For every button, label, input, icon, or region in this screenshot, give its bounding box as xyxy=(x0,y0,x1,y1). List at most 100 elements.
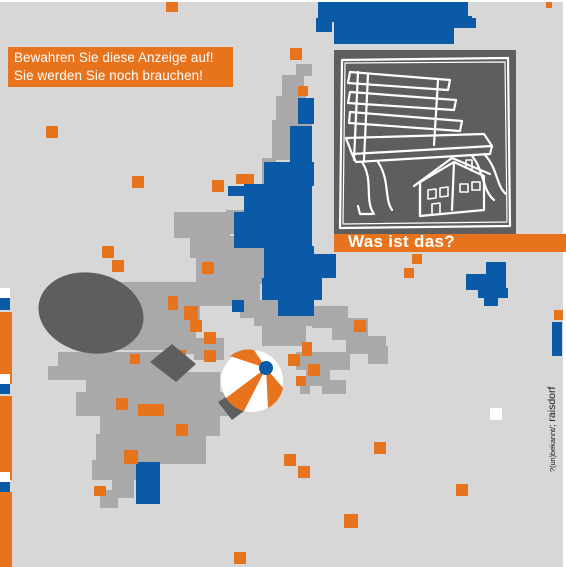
orange-pixel xyxy=(298,466,310,478)
blue-pixel xyxy=(0,480,10,492)
blue-pixel xyxy=(290,126,312,166)
orange-pixel xyxy=(284,454,296,466)
orange-pixel xyxy=(288,354,300,366)
orange-pixel xyxy=(354,320,366,332)
blue-pixel xyxy=(0,298,10,310)
question-bar xyxy=(334,234,566,252)
blue-pixel xyxy=(264,162,314,186)
gray-pixel xyxy=(48,366,88,380)
gray-pixel xyxy=(240,290,260,318)
orange-pixel xyxy=(94,486,106,496)
blue-pixel xyxy=(136,462,160,504)
blue-pixel xyxy=(478,288,508,298)
orange-pixel xyxy=(404,268,414,278)
white-pixel xyxy=(0,472,10,482)
orange-pixel xyxy=(176,424,188,436)
notice-line-1: Bewahren Sie diese Anzeige auf! xyxy=(14,50,214,65)
orange-pixel xyxy=(412,254,422,264)
right-border xyxy=(563,0,566,567)
gray-pixel xyxy=(368,346,388,364)
orange-pixel xyxy=(298,86,308,96)
blue-pixel xyxy=(228,186,244,196)
white-pixel xyxy=(0,288,10,298)
orange-pixel xyxy=(166,0,178,12)
orange-pixel xyxy=(302,342,312,356)
orange-pixel xyxy=(554,310,564,320)
orange-pixel xyxy=(234,552,246,564)
blue-pixel xyxy=(454,18,476,28)
orange-pixel xyxy=(344,514,358,528)
notice-banner: Bewahren Sie diese Anzeige auf! Sie werd… xyxy=(8,47,233,87)
mystery-picture xyxy=(334,50,516,234)
gray-pixel xyxy=(300,384,310,394)
ball-stripe xyxy=(230,349,266,368)
artist-signature: ?(un)bekannt/; raisdorf xyxy=(546,387,558,472)
orange-pixel xyxy=(204,350,216,362)
orange-pixel xyxy=(130,354,140,364)
white-pixel xyxy=(490,408,502,420)
white-pixel xyxy=(0,374,10,384)
orange-pixel xyxy=(546,0,552,8)
orange-pixel xyxy=(374,442,386,454)
orange-pixel xyxy=(102,246,114,258)
gray-pixel xyxy=(296,64,312,76)
signature-prefix: ?(un)bekannt/ xyxy=(548,427,557,472)
blue-pixel xyxy=(262,278,322,300)
orange-pixel xyxy=(0,312,12,384)
signature-separator: ; xyxy=(547,424,557,428)
orange-pixel xyxy=(290,48,302,60)
orange-pixel xyxy=(202,262,214,274)
blue-pixel xyxy=(412,16,472,26)
bench-with-house-sketch-icon xyxy=(338,56,512,230)
orange-pixel xyxy=(116,398,128,410)
gray-pixel xyxy=(96,434,206,464)
orange-pixel xyxy=(138,404,164,416)
top-border xyxy=(0,0,566,2)
blue-pixel xyxy=(486,262,506,276)
blue-pixel xyxy=(234,212,312,248)
blue-pixel xyxy=(316,18,332,32)
notice-line-2: Sie werden Sie noch brauchen! xyxy=(14,68,204,83)
ball-stripe xyxy=(226,368,266,411)
gray-pixel xyxy=(194,338,224,360)
orange-pixel xyxy=(132,176,144,188)
orange-pixel xyxy=(0,492,12,567)
orange-pixel xyxy=(308,364,320,376)
orange-pixel xyxy=(296,376,306,386)
signature-name: raisdorf xyxy=(546,386,558,422)
blue-pixel xyxy=(466,274,506,290)
question-heading: Was ist das? xyxy=(348,232,455,251)
blue-pixel xyxy=(244,184,312,214)
orange-pixel xyxy=(212,180,224,192)
satellite-dish-icon xyxy=(38,272,144,354)
orange-pixel xyxy=(124,450,138,464)
blue-pixel xyxy=(232,300,244,312)
gray-pixel xyxy=(92,460,138,480)
ball-cap xyxy=(259,361,273,375)
ball-stripe xyxy=(266,368,283,408)
blue-pixel xyxy=(264,246,314,280)
orange-pixel xyxy=(204,332,216,344)
orange-pixel xyxy=(46,126,58,138)
gray-pixel xyxy=(174,212,230,238)
blue-pixel xyxy=(0,384,10,394)
blue-pixel xyxy=(484,296,498,306)
dish-mount-shape xyxy=(150,344,196,382)
blue-pixel xyxy=(278,296,314,316)
blue-pixel xyxy=(552,322,562,356)
orange-pixel xyxy=(168,296,178,310)
orange-pixel xyxy=(456,484,468,496)
gray-pixel xyxy=(322,380,346,394)
shadow-square xyxy=(218,392,248,420)
orange-pixel xyxy=(190,320,202,332)
blue-pixel xyxy=(312,254,336,278)
blue-pixel xyxy=(298,98,314,124)
gray-pixel xyxy=(262,326,306,346)
orange-pixel xyxy=(0,396,12,480)
orange-pixel xyxy=(184,306,198,320)
orange-pixel xyxy=(236,174,254,184)
orange-pixel xyxy=(112,260,124,272)
gray-pixel xyxy=(100,414,220,436)
